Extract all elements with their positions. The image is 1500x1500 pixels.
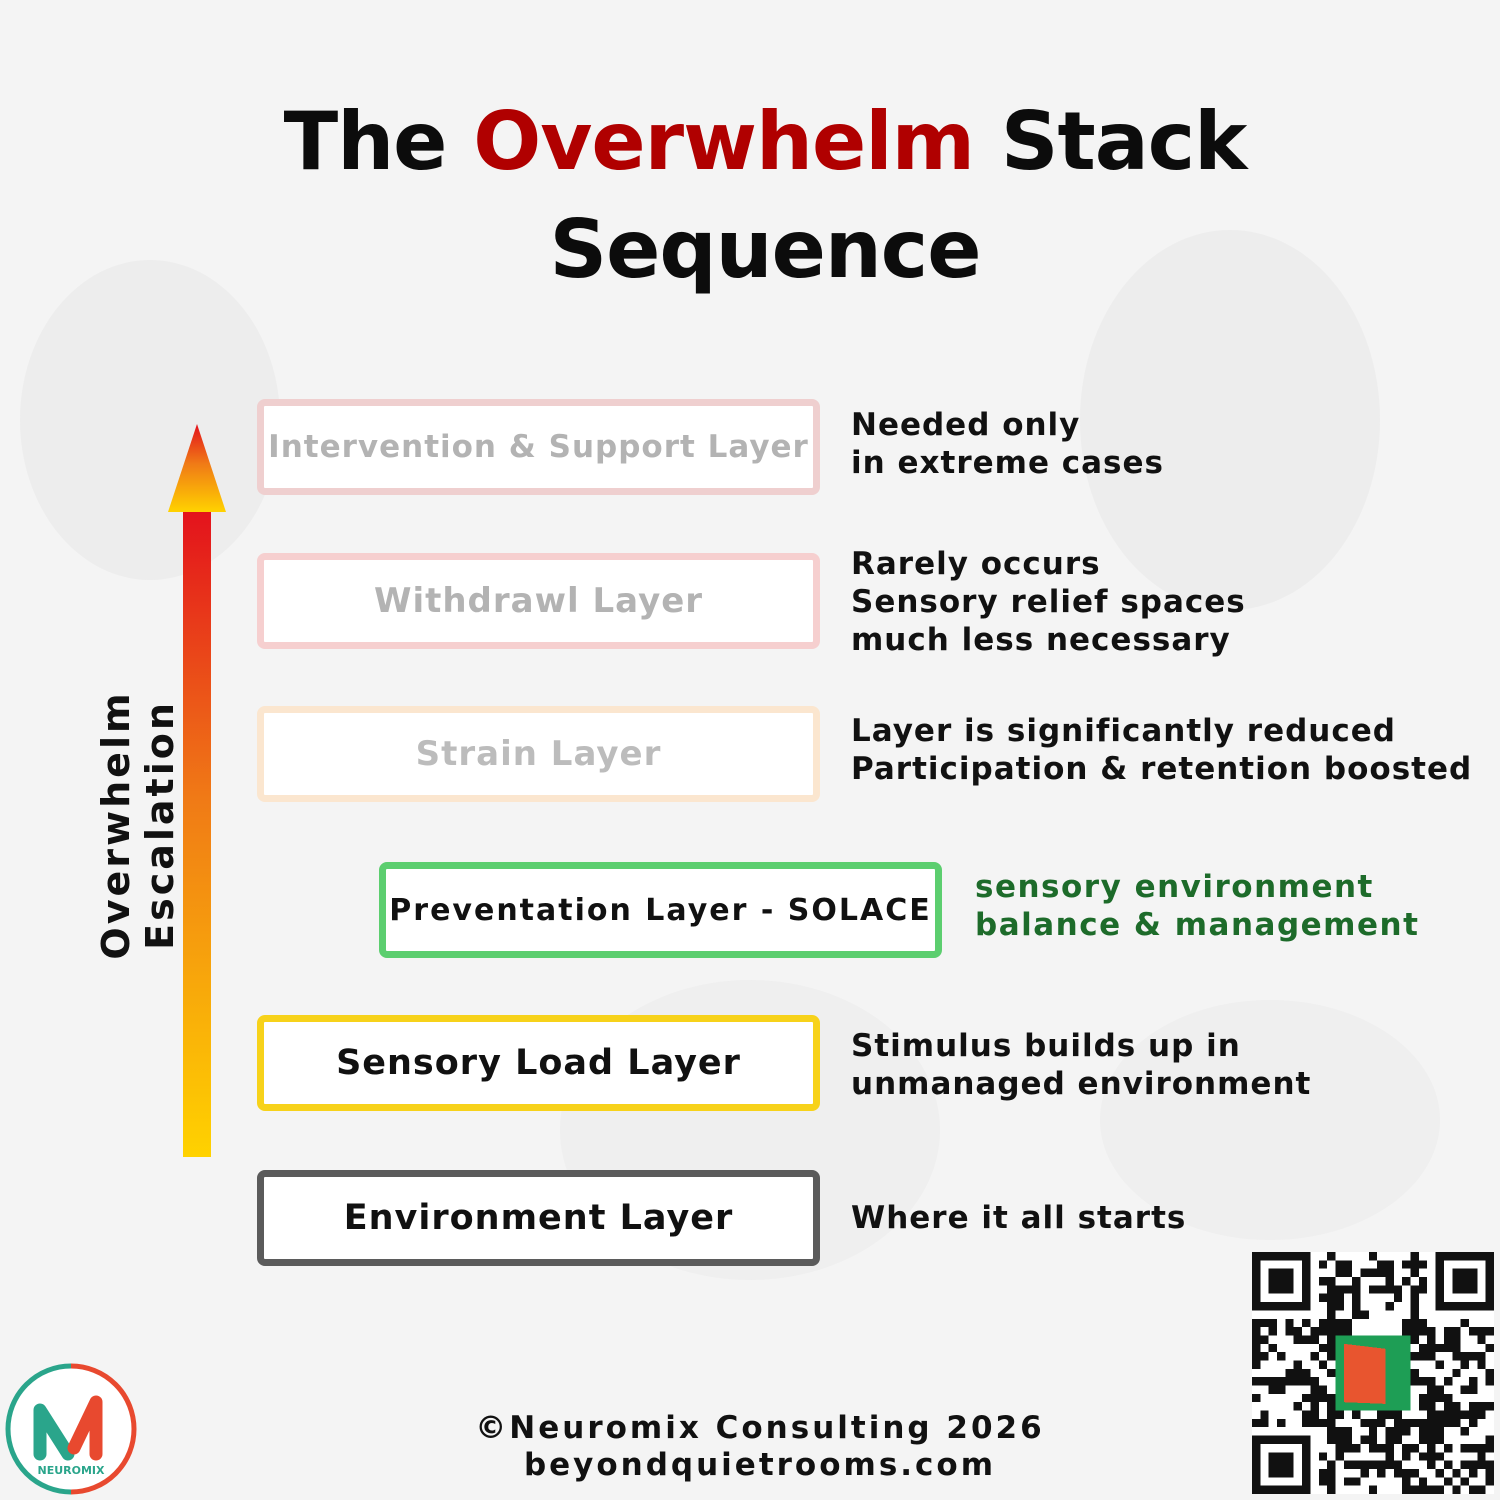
layer-box-withdrawl: Withdrawl Layer <box>257 553 820 649</box>
copyright-text: ©Neuromix Consulting 2026 <box>475 1410 1045 1446</box>
svg-text:NEUROMIX: NEUROMIX <box>38 1464 106 1477</box>
background-shape <box>1080 230 1380 610</box>
background-shape <box>20 260 280 580</box>
layer-box-intervention: Intervention & Support Layer <box>257 399 820 495</box>
layer-description: Rarely occurs Sensory relief spaces much… <box>851 546 1246 658</box>
layer-description: Where it all starts <box>851 1200 1187 1236</box>
layer-box-prevention: Preventation Layer - SOLACE <box>379 862 942 958</box>
layer-label: Intervention & Support Layer <box>268 429 809 465</box>
layer-description: Stimulus builds up in unmanaged environm… <box>851 1028 1312 1102</box>
layer-description: Layer is significantly reduced Participa… <box>851 713 1473 787</box>
website-link[interactable]: beyondquietrooms.com <box>523 1447 997 1483</box>
layer-box-sensory-load: Sensory Load Layer <box>257 1015 820 1111</box>
title-suffix: Stack <box>1000 95 1247 188</box>
title-prefix: The <box>283 95 448 188</box>
arrow-shaft <box>183 505 211 1157</box>
layer-label: Environment Layer <box>343 1198 734 1238</box>
footer: ©Neuromix Consulting 2026 beyondquietroo… <box>420 1410 1100 1484</box>
qr-code[interactable] <box>1252 1252 1494 1494</box>
title-highlight: Overwhelm <box>473 95 975 188</box>
page-title: The Overwhelm Stack <box>0 88 1500 196</box>
layer-label: Sensory Load Layer <box>336 1043 741 1083</box>
axis-label: Overwhelm Escalation <box>94 690 182 959</box>
axis-label-line2: Escalation <box>138 700 182 950</box>
layer-label: Preventation Layer - SOLACE <box>389 892 932 928</box>
layer-box-environment: Environment Layer <box>257 1170 820 1266</box>
escalation-arrow <box>168 424 226 1157</box>
arrow-head <box>168 424 226 512</box>
axis-label-line1: Overwhelm <box>94 690 138 960</box>
layer-label: Strain Layer <box>415 734 662 774</box>
background-shape <box>1100 1000 1440 1240</box>
neuromix-logo: NEUROMIX <box>5 1363 137 1495</box>
page-title-line2: Sequence <box>549 203 982 296</box>
layer-description: Needed only in extreme cases <box>851 407 1164 481</box>
layer-box-strain: Strain Layer <box>257 706 820 802</box>
layer-description: sensory environment balance & management <box>975 869 1420 943</box>
layer-label: Withdrawl Layer <box>373 581 704 621</box>
